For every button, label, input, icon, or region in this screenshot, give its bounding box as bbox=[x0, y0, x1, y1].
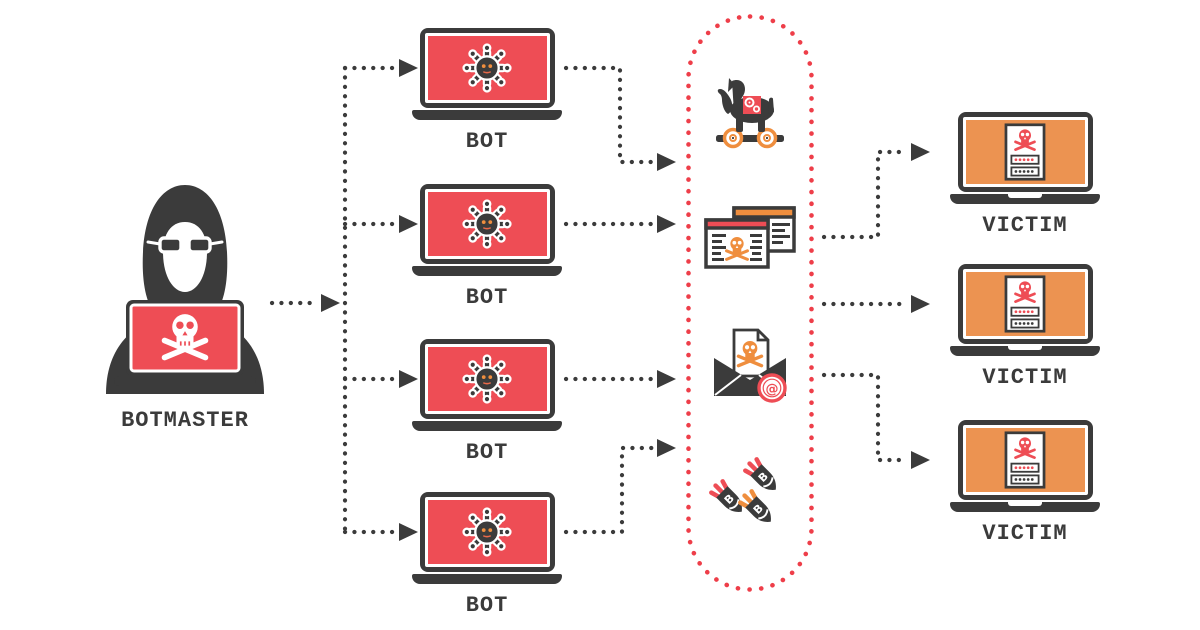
skull-icon bbox=[161, 314, 209, 361]
ransom-screen-icon bbox=[1004, 123, 1046, 181]
virus-icon bbox=[462, 354, 512, 404]
botmaster-node: BOTMASTER bbox=[100, 182, 270, 433]
bomb-icon: B bbox=[709, 479, 742, 512]
password-field bbox=[1010, 462, 1040, 473]
arrow-attacks-to-victim1 bbox=[821, 149, 911, 240]
virus-icon bbox=[462, 199, 512, 249]
phishing-email-icon: @ bbox=[714, 328, 787, 403]
bomb-icon: B bbox=[743, 457, 776, 490]
ransom-screen-icon bbox=[1004, 275, 1046, 333]
bot-node-3: BOT bbox=[412, 339, 562, 465]
arrowheads bbox=[321, 59, 930, 541]
password-field bbox=[1010, 474, 1040, 485]
bot-laptop-icon bbox=[419, 28, 555, 108]
virus-icon bbox=[462, 43, 512, 93]
password-field bbox=[1010, 166, 1040, 177]
skull-icon bbox=[1014, 437, 1036, 459]
password-field bbox=[1010, 154, 1040, 165]
victim-node-1: VICTIM bbox=[950, 112, 1100, 238]
glasses-icon bbox=[146, 236, 224, 254]
bot-label: BOT bbox=[465, 129, 509, 154]
botmaster-label: BOTMASTER bbox=[121, 408, 249, 433]
arrow-attacks-to-victim3 bbox=[821, 372, 911, 463]
attack-channels-capsule: @ B B bbox=[686, 14, 814, 592]
password-field bbox=[1010, 318, 1040, 329]
at-symbol: @ bbox=[766, 382, 779, 397]
skull-icon bbox=[736, 340, 764, 368]
victim-label: VICTIM bbox=[982, 213, 1068, 238]
hacker-icon bbox=[106, 185, 264, 394]
arrow-bot1-to-attacks bbox=[563, 65, 655, 165]
victim-label: VICTIM bbox=[982, 365, 1068, 390]
bot-node-4: BOT bbox=[412, 492, 562, 618]
victim-laptop-icon bbox=[957, 264, 1093, 344]
skull-icon bbox=[1014, 281, 1036, 303]
bot-label: BOT bbox=[465, 593, 509, 618]
victim-laptop-icon bbox=[957, 112, 1093, 192]
victim-node-2: VICTIM bbox=[950, 264, 1100, 390]
skull-icon bbox=[1014, 129, 1036, 151]
malicious-website-icon bbox=[704, 206, 796, 269]
bot-label: BOT bbox=[465, 440, 509, 465]
bombs-icon: B B B bbox=[709, 457, 776, 522]
bot-laptop-icon bbox=[419, 184, 555, 264]
skull-icon bbox=[725, 237, 749, 261]
victim-laptop-icon bbox=[957, 420, 1093, 500]
at-badge-icon: @ bbox=[757, 373, 787, 403]
bot-label: BOT bbox=[465, 285, 509, 310]
ransom-screen-icon bbox=[1004, 431, 1046, 489]
bot-laptop-icon bbox=[419, 339, 555, 419]
botmaster-laptop-icon bbox=[114, 300, 256, 386]
trojan-horse-icon bbox=[716, 78, 784, 149]
bomb-icon: B bbox=[738, 489, 771, 522]
victim-label: VICTIM bbox=[982, 521, 1068, 546]
wheel-icon bbox=[722, 127, 778, 149]
bot-laptop-icon bbox=[419, 492, 555, 572]
saddle-icon bbox=[743, 96, 761, 114]
virus-icon bbox=[462, 507, 512, 557]
bot-node-2: BOT bbox=[412, 184, 562, 310]
victim-node-3: VICTIM bbox=[950, 420, 1100, 546]
capsule-dotted-border bbox=[686, 14, 814, 592]
password-field bbox=[1010, 306, 1040, 317]
arrow-bot4-to-attacks bbox=[563, 445, 655, 535]
bot-node-1: BOT bbox=[412, 28, 562, 154]
